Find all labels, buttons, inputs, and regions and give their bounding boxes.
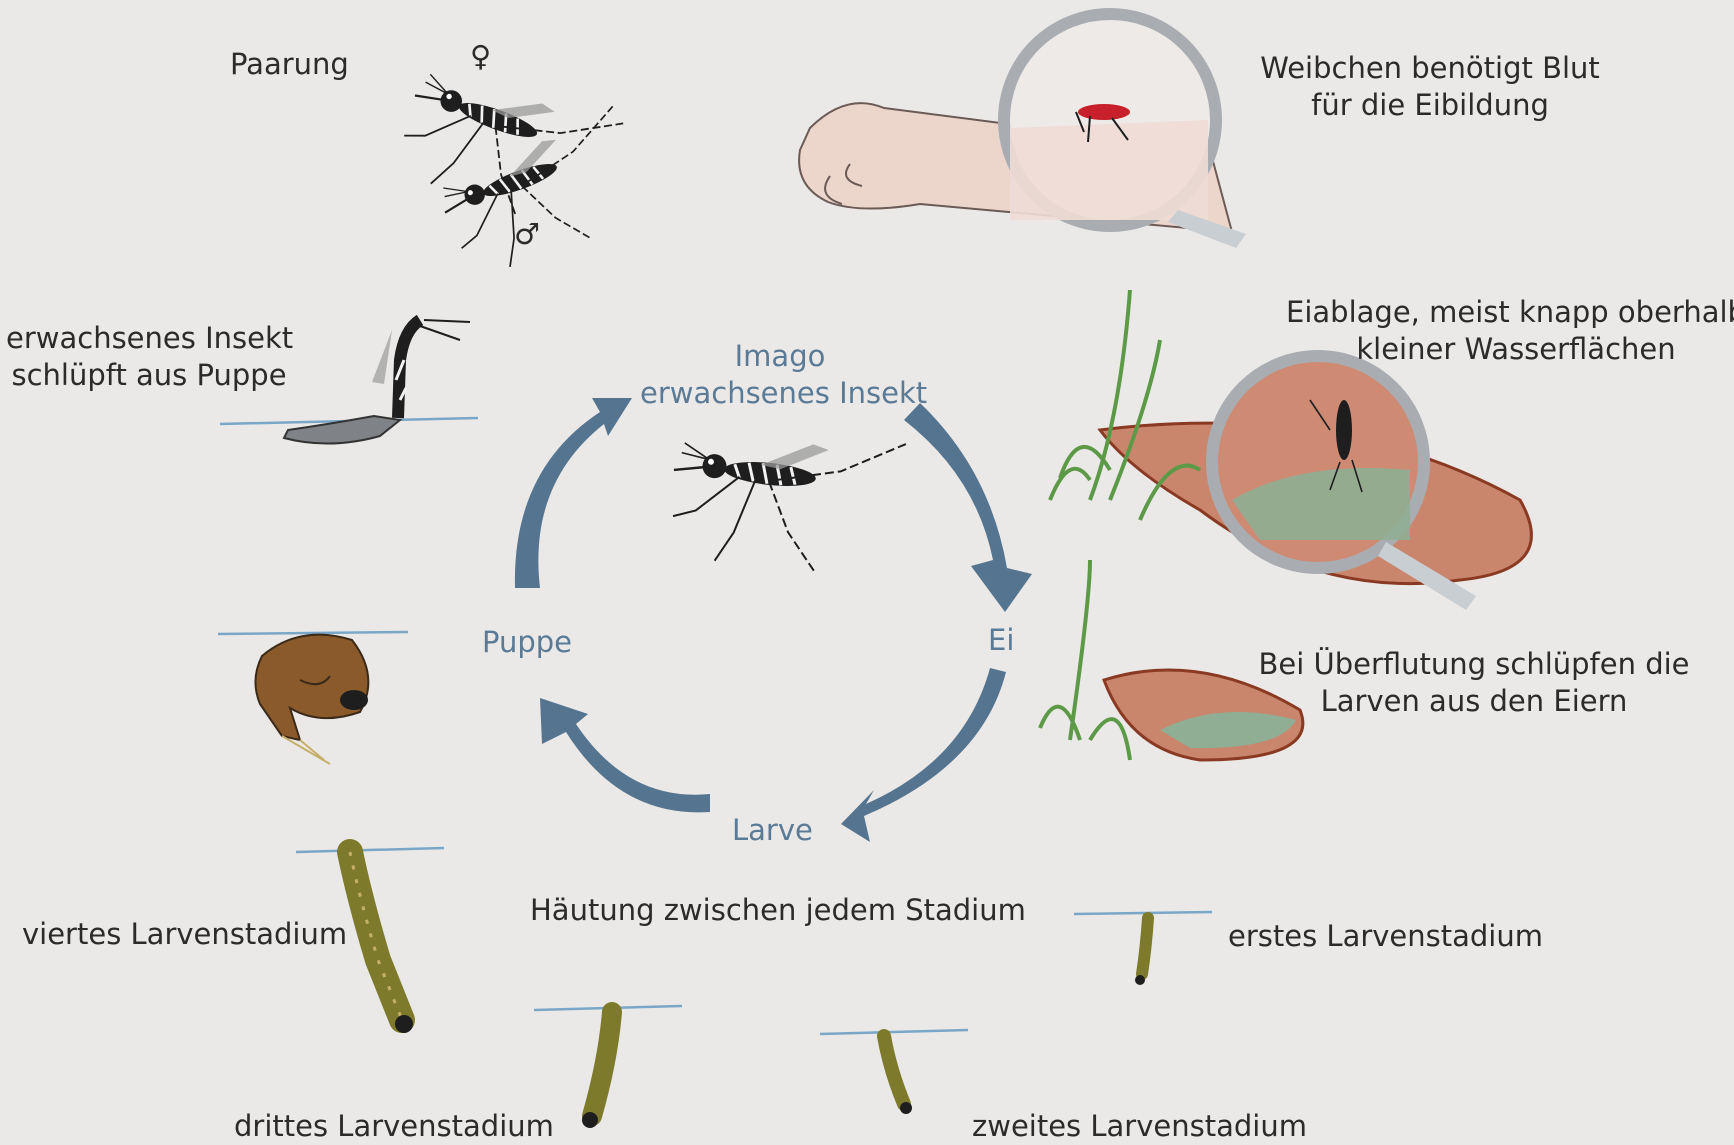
blood-label: Weibchen benötigt Blut für die Eibildung [1230, 50, 1630, 124]
arrow-imago-to-egg [904, 403, 1032, 612]
flooding-label-line2: Larven aus den Eiern [1254, 683, 1694, 720]
blood-label-line2: für die Eibildung [1230, 87, 1630, 124]
male-symbol: ♂ [514, 216, 540, 253]
arm-blood-meal-icon [799, 14, 1246, 248]
arrow-pupa-to-imago [515, 398, 632, 588]
emerge-label: erwachsenes Insekt schlüpft aus Puppe [6, 320, 292, 394]
larva-third-label: drittes Larvenstadium [234, 1108, 554, 1145]
emerge-label-line1: erwachsenes Insekt [6, 320, 292, 357]
imago-subtitle: erwachsenes Insekt [640, 375, 920, 412]
flooding-label-line1: Bei Überflutung schlüpfen die [1254, 646, 1694, 683]
female-symbol: ♀ [470, 38, 491, 75]
egg-laying-label: Eiablage, meist knapp oberhalb kleiner W… [1286, 294, 1734, 368]
blood-label-line1: Weibchen benötigt Blut [1230, 50, 1630, 87]
larva-second-label: zweites Larvenstadium [972, 1108, 1307, 1145]
egg-laying-label-line2: kleiner Wasserflächen [1286, 331, 1734, 368]
cycle-label-pupa: Puppe [482, 624, 572, 661]
larva-third-icon [534, 1006, 682, 1128]
mosquito-imago-icon [665, 420, 906, 579]
imago-title: Imago [640, 338, 920, 375]
molting-label: Häutung zwischen jedem Stadium [530, 892, 1026, 929]
pupa-icon [218, 632, 408, 764]
larva-first-icon [1074, 912, 1212, 985]
larva-second-icon [820, 1030, 968, 1114]
cycle-label-larva: Larve [732, 812, 813, 849]
cycle-label-egg: Ei [988, 622, 1014, 659]
egg-laying-label-line1: Eiablage, meist knapp oberhalb [1286, 294, 1734, 331]
flooding-label: Bei Überflutung schlüpfen die Larven aus… [1254, 646, 1694, 720]
larva-first-label: erstes Larvenstadium [1228, 918, 1543, 955]
cycle-label-imago: Imago erwachsenes Insekt [640, 338, 920, 412]
larva-fourth-label: viertes Larvenstadium [22, 916, 347, 953]
mating-label: Paarung [230, 46, 349, 83]
emerge-label-line2: schlüpft aus Puppe [6, 357, 292, 394]
arrow-larva-to-pupa [540, 698, 710, 812]
arrow-egg-to-larva [841, 668, 1006, 842]
